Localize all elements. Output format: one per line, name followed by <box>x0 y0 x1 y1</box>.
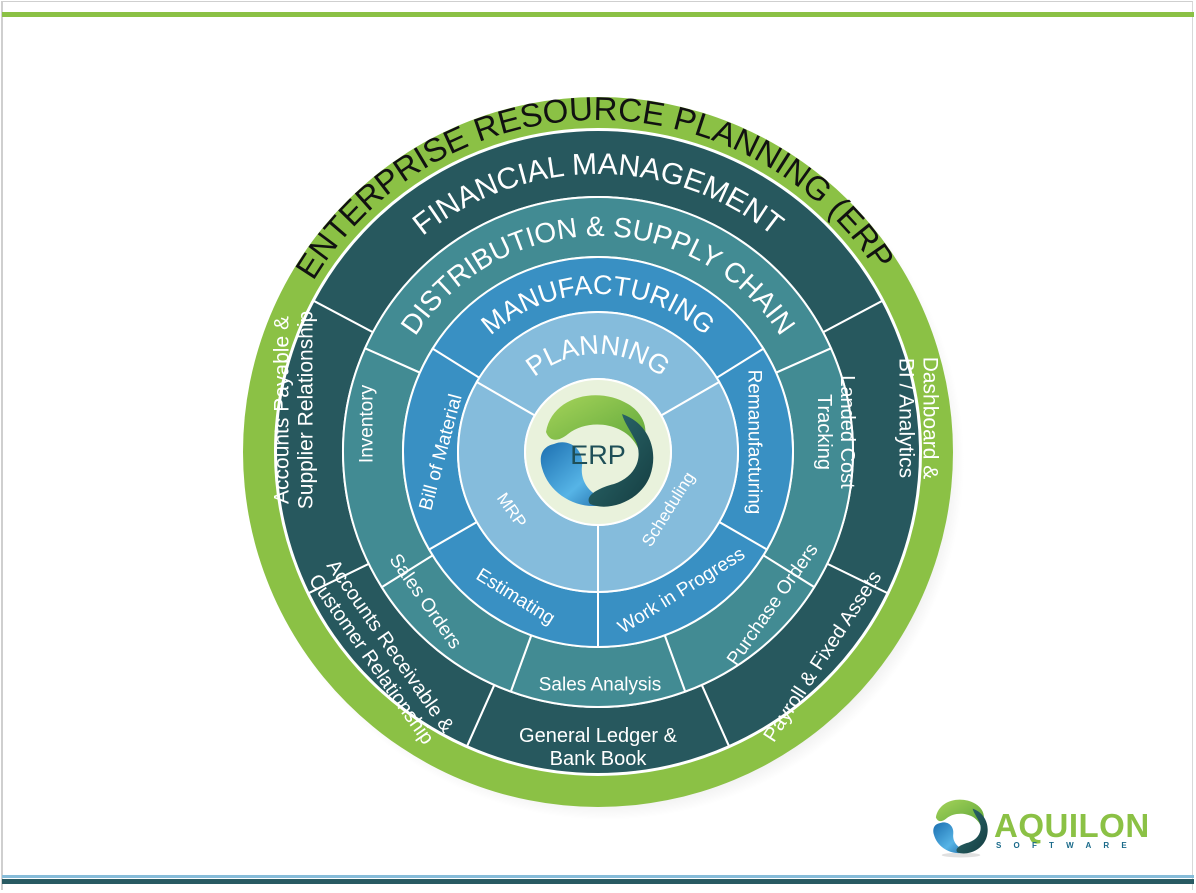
planning-ring <box>457 310 739 594</box>
module-label-accounts-payable-supplier-relationship: Accounts Payable &Supplier Relationship <box>270 311 317 509</box>
module-label-landed-cost-tracking: Landed CostTracking <box>813 375 858 489</box>
bottom-accent-bar-dark <box>2 879 1194 884</box>
aquilon-swirl-icon <box>933 799 988 858</box>
module-label-general-ledger-bank-book: General Ledger &Bank Book <box>519 725 678 770</box>
financial-management-ring <box>275 129 921 775</box>
aquilon-logo: AQUILON SOFTWARE <box>930 795 1170 865</box>
module-label-sales-analysis: Sales Analysis <box>539 675 662 696</box>
top-accent-bar <box>2 12 1194 17</box>
brand-name: AQUILON <box>994 807 1150 844</box>
bottom-accent-bar-light <box>2 875 1194 878</box>
module-label-inventory: Inventory <box>357 384 378 463</box>
module-label-dashboard-bi-analytics: Dashboard &BI / Analytics <box>894 357 941 480</box>
brand-tagline: SOFTWARE <box>996 841 1139 850</box>
erp-swirl-icon <box>540 395 654 507</box>
module-label-remanufacturing: Remanufacturing <box>743 370 764 515</box>
distribution-ring <box>342 196 854 709</box>
core-label: ERP <box>570 440 626 470</box>
